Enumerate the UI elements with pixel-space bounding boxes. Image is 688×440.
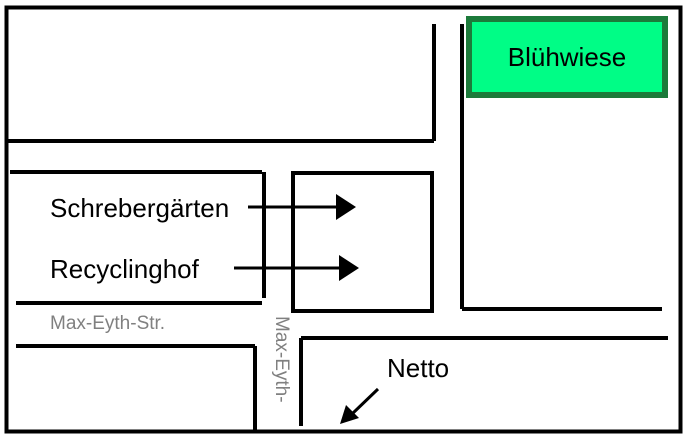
map-frame	[4, 5, 683, 434]
street-label-horizontal: Max-Eyth-Str.	[50, 313, 166, 334]
allotments-label: Schrebergärten	[50, 193, 230, 223]
street-label-vertical: Max-Eyth-	[271, 316, 292, 403]
block-bottom-right	[299, 336, 668, 426]
meadow-label: Blühwiese	[507, 41, 627, 72]
arrow-right-icon	[248, 194, 356, 220]
recycling-label: Recyclinghof	[50, 254, 199, 284]
block-top-right	[460, 24, 662, 311]
arrow-right-icon	[234, 255, 359, 281]
supermarket-label: Netto	[387, 353, 450, 383]
meadow-area: Blühwiese	[466, 16, 668, 98]
arrow-down-left-icon	[340, 387, 380, 424]
block-top-left	[8, 24, 436, 143]
block-left	[10, 170, 266, 305]
block-bottom-left	[16, 344, 257, 430]
block-middle	[291, 171, 434, 313]
